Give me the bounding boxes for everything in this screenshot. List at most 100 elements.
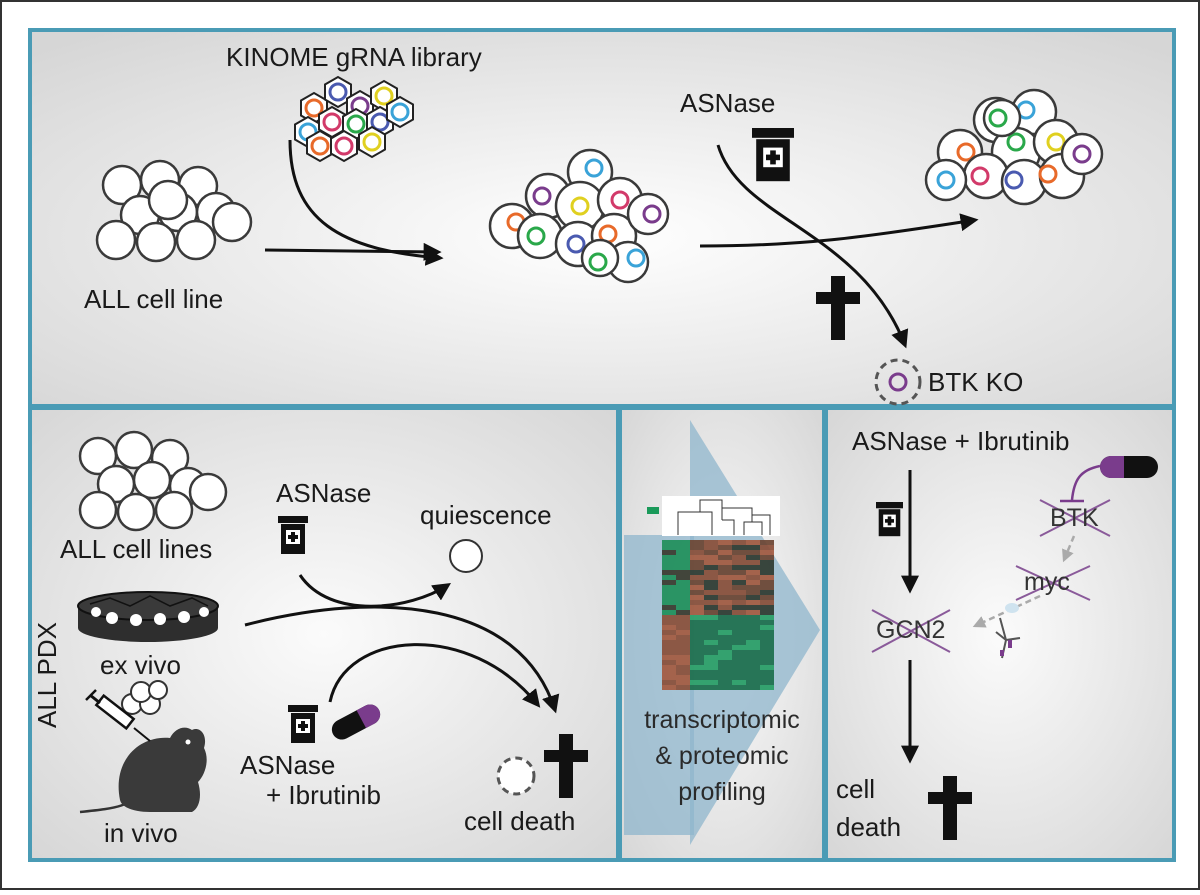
- heatmap-cell: [676, 660, 690, 665]
- heatmap-cell: [662, 650, 676, 655]
- heatmap-cell: [760, 555, 774, 560]
- heatmap-cell: [676, 565, 690, 570]
- heatmap-cell: [760, 580, 774, 585]
- heatmap-cell: [760, 665, 774, 670]
- grna-ring: [346, 114, 366, 134]
- heatmap-cell: [704, 660, 718, 665]
- white-cell: [135, 221, 177, 263]
- heatmap-cell: [690, 605, 704, 610]
- heatmap-cell: [746, 580, 760, 585]
- heatmap-cell: [690, 600, 704, 605]
- grna-ring: [642, 204, 662, 224]
- heatmap-cell: [704, 625, 718, 630]
- heatmap-cell: [690, 685, 704, 690]
- grna-ring: [322, 112, 342, 132]
- heatmap-cell: [760, 620, 774, 625]
- heatmap-cell: [746, 665, 760, 670]
- asnase-bottle-icon: [752, 128, 795, 182]
- heatmap-cell: [704, 560, 718, 565]
- btk-ko-cell-icon: [874, 358, 922, 406]
- dendrogram: [677, 499, 771, 535]
- heatmap-cell: [760, 625, 774, 630]
- heatmap-cell: [718, 570, 732, 575]
- heatmap-cell: [690, 650, 704, 655]
- heatmap-legend-swatch: [647, 507, 659, 514]
- heatmap-cell: [746, 565, 760, 570]
- heatmap-cell: [690, 550, 704, 555]
- heatmap-cell: [704, 665, 718, 670]
- drugs-label-right: ASNase + Ibrutinib: [852, 426, 1070, 456]
- heatmap-cell: [676, 655, 690, 660]
- heatmap-cell: [760, 540, 774, 545]
- white-cell: [154, 490, 194, 530]
- heatmap-cell: [732, 620, 746, 625]
- quiescent-cell-icon: [449, 539, 483, 573]
- heatmap-cell: [662, 550, 676, 555]
- heatmap-cell: [662, 645, 676, 650]
- cell-death-label: cell death: [464, 806, 576, 836]
- heatmap-cell: [662, 570, 676, 575]
- heatmap-cell: [718, 680, 732, 685]
- heatmap-cell: [676, 615, 690, 620]
- heatmap-cell: [676, 610, 690, 615]
- heatmap-cell: [662, 620, 676, 625]
- grna-ring: [956, 142, 976, 162]
- heatmap-cell: [746, 595, 760, 600]
- heatmap-cell: [760, 570, 774, 575]
- heatmap-cell: [746, 650, 760, 655]
- heatmap-cell: [704, 555, 718, 560]
- heatmap-cell: [662, 585, 676, 590]
- selection-arrow: [699, 213, 979, 248]
- mouse-icon: [79, 727, 207, 814]
- white-cell: [188, 472, 228, 512]
- heatmap-cell: [746, 620, 760, 625]
- heatmap-cell: [676, 685, 690, 690]
- grna-ring: [626, 248, 646, 268]
- heatmap-cell: [718, 610, 732, 615]
- heatmap-cell: [704, 650, 718, 655]
- heatmap-cell: [746, 640, 760, 645]
- heatmap-cell: [760, 675, 774, 680]
- heatmap-cell: [760, 550, 774, 555]
- heatmap-cell: [760, 645, 774, 650]
- heatmap-cell: [704, 635, 718, 640]
- heatmap-cell: [760, 600, 774, 605]
- asnase-label-left: ASNase: [276, 478, 372, 508]
- grna-ring: [374, 86, 394, 106]
- heatmap-cell: [676, 570, 690, 575]
- heatmap-cell: [690, 620, 704, 625]
- heatmap-cell: [662, 630, 676, 635]
- heatmap-cell: [746, 555, 760, 560]
- heatmap-cell: [662, 615, 676, 620]
- heatmap-cell: [718, 600, 732, 605]
- heatmap-cell: [746, 585, 760, 590]
- heatmap-cell: [704, 605, 718, 610]
- grna-ring: [970, 166, 990, 186]
- grna-ring: [1046, 132, 1066, 152]
- heatmap-cell: [704, 685, 718, 690]
- heatmap-cell: [704, 670, 718, 675]
- white-cell: [175, 219, 217, 261]
- heatmap-cell: [690, 680, 704, 685]
- heatmap-cell: [732, 555, 746, 560]
- heatmap: [662, 540, 774, 690]
- heatmap-cell: [718, 645, 732, 650]
- heatmap-cell: [676, 680, 690, 685]
- heatmap-cell: [732, 560, 746, 565]
- white-cell: [95, 219, 137, 261]
- grna-ring: [936, 170, 956, 190]
- heatmap-cell: [690, 540, 704, 545]
- heatmap-cell: [662, 675, 676, 680]
- heatmap-cell: [732, 595, 746, 600]
- grna-ring: [526, 226, 546, 246]
- heatmap-cell: [690, 625, 704, 630]
- btk-crossout: [1039, 499, 1111, 537]
- heatmap-cell: [760, 575, 774, 580]
- heatmap-cell: [690, 590, 704, 595]
- heatmap-cell: [718, 655, 732, 660]
- grna-ring: [588, 252, 608, 272]
- combo-label-line1: ASNase: [240, 750, 336, 780]
- heatmap-cell: [746, 685, 760, 690]
- heatmap-cell: [676, 545, 690, 550]
